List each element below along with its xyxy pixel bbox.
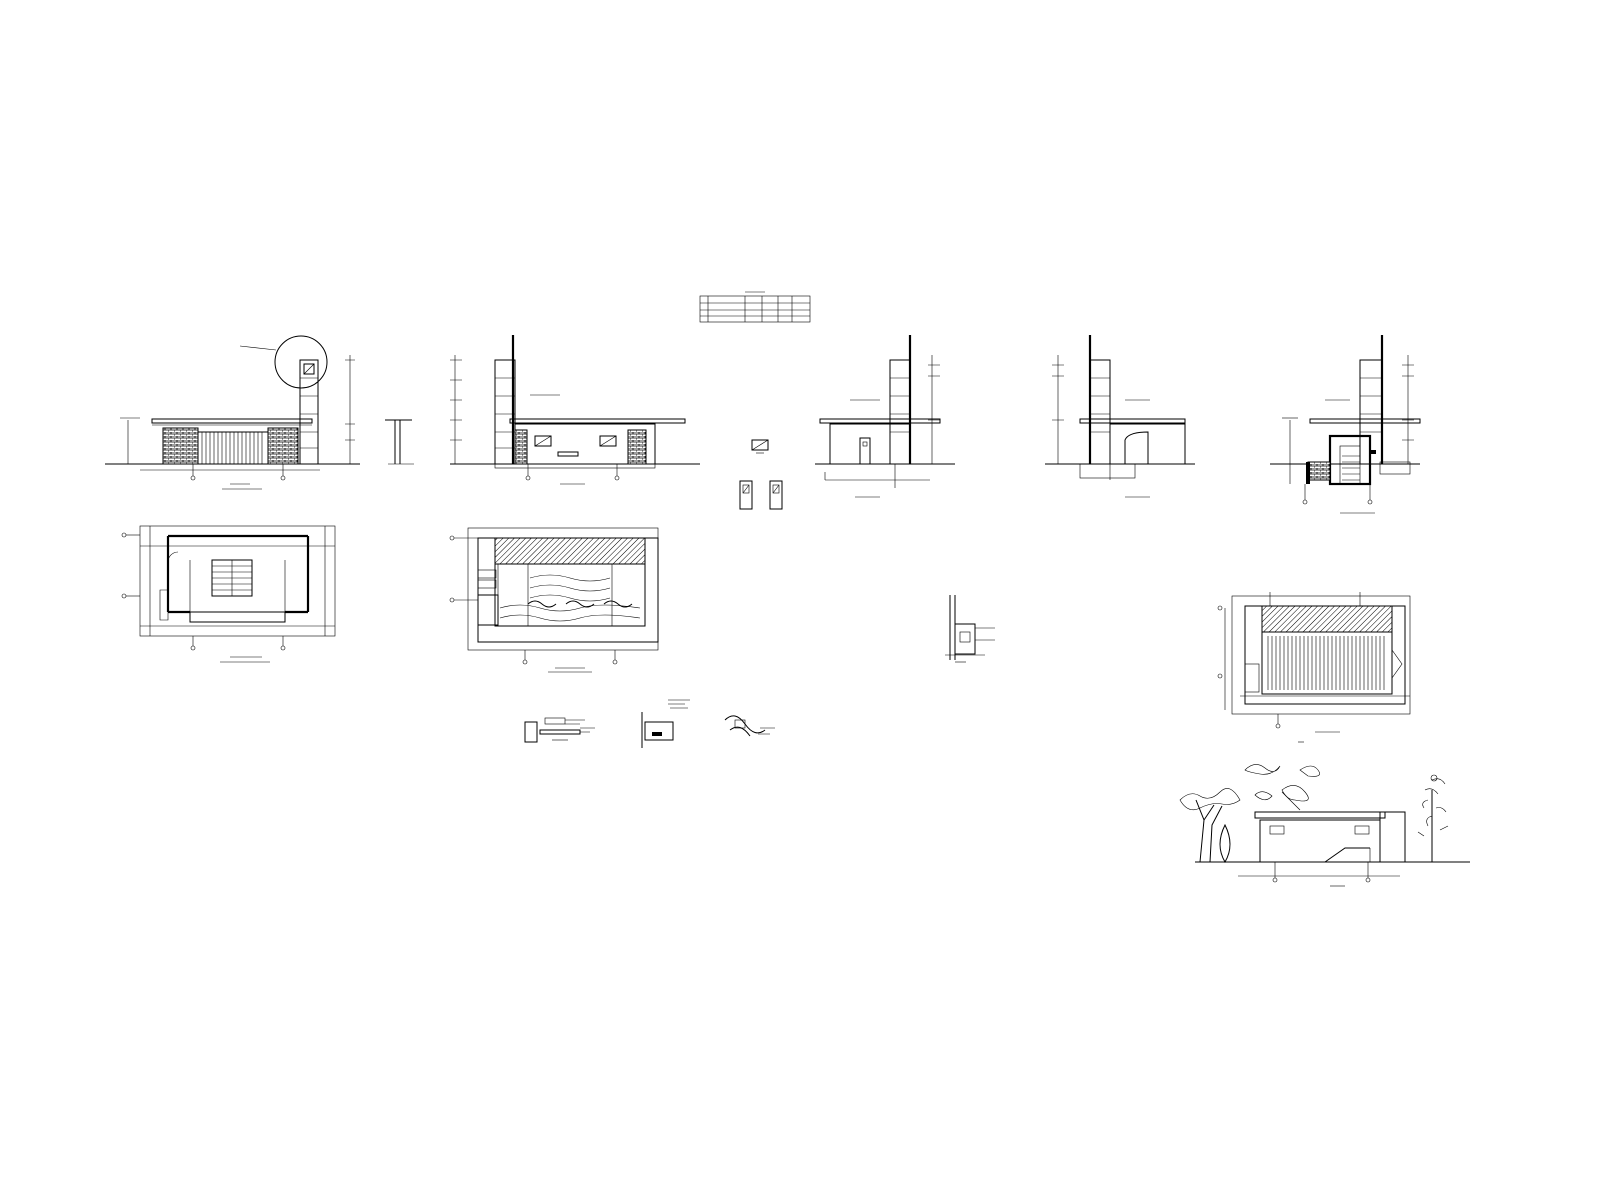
tree-right <box>1417 774 1449 862</box>
tree-left <box>1179 788 1241 863</box>
detail-2 <box>641 699 690 748</box>
tree-canopy-top <box>1244 764 1320 811</box>
perspective-elevation-with-trees <box>1179 764 1470 887</box>
wall-detail <box>945 595 995 663</box>
side-elevation-right <box>1045 335 1195 498</box>
roof-plan <box>449 527 659 673</box>
side-elevation-left <box>815 335 955 498</box>
gate-bars <box>201 432 263 464</box>
construction-details <box>524 699 775 748</box>
section-view <box>1270 335 1421 514</box>
ceiling-plan <box>1217 592 1411 743</box>
door-window-details <box>739 439 783 510</box>
detail-3 <box>724 715 775 737</box>
floor-plan <box>121 525 336 663</box>
door-window-schedule-table <box>699 291 811 323</box>
front-elevation <box>105 335 414 490</box>
rear-elevation <box>450 335 700 485</box>
detail-1 <box>524 717 595 743</box>
detail-callout-circle <box>274 335 328 389</box>
